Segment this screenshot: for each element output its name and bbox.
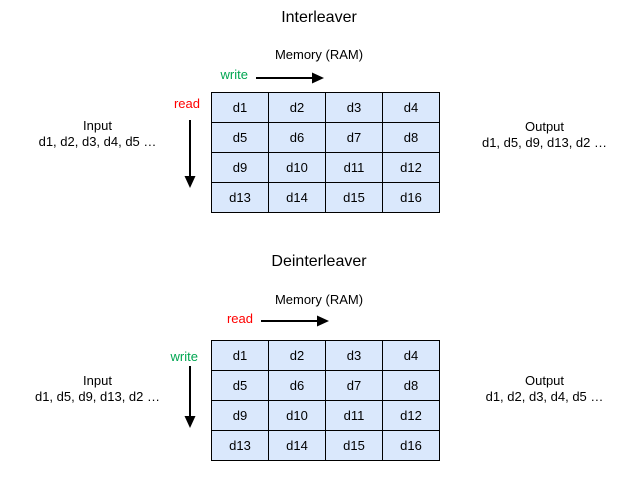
- deinterleaver-title: Deinterleaver: [271, 253, 367, 270]
- memory-ram-label: Memory (RAM): [274, 292, 364, 307]
- deinterleaver-memory-table: d1 d2 d3 d4 d5 d6 d7 d8 d9 d10 d11 d12 d…: [211, 340, 440, 461]
- memory-cell: d7: [325, 370, 383, 401]
- memory-cell: d13: [211, 182, 269, 213]
- memory-cell: d14: [268, 182, 326, 213]
- table-row: d5 d6 d7 d8: [211, 122, 440, 153]
- memory-cell: d4: [382, 340, 440, 371]
- table-row: d1 d2 d3 d4: [211, 340, 440, 371]
- memory-cell: d8: [382, 122, 440, 153]
- output-block: Output d1, d5, d9, d13, d2 …: [452, 119, 637, 151]
- memory-cell: d8: [382, 370, 440, 401]
- memory-cell: d14: [268, 430, 326, 461]
- memory-cell: d16: [382, 430, 440, 461]
- memory-cell: d6: [268, 370, 326, 401]
- memory-cell: d1: [211, 92, 269, 123]
- memory-cell: d3: [325, 340, 383, 371]
- input-block: Input d1, d2, d3, d4, d5 …: [10, 118, 185, 150]
- memory-cell: d6: [268, 122, 326, 153]
- memory-cell: d4: [382, 92, 440, 123]
- table-row: d5 d6 d7 d8: [211, 370, 440, 401]
- memory-cell: d11: [325, 400, 383, 431]
- output-sequence: d1, d2, d3, d4, d5 …: [485, 389, 604, 404]
- input-sequence: d1, d2, d3, d4, d5 …: [38, 134, 157, 149]
- output-sequence: d1, d5, d9, d13, d2 …: [481, 135, 608, 150]
- interleaver-memory-table: d1 d2 d3 d4 d5 d6 d7 d8 d9 d10 d11 d12 d…: [211, 92, 440, 213]
- table-row: d9 d10 d11 d12: [211, 400, 440, 431]
- memory-cell: d2: [268, 92, 326, 123]
- memory-cell: d3: [325, 92, 383, 123]
- memory-cell: d12: [382, 400, 440, 431]
- memory-cell: d10: [268, 152, 326, 183]
- table-row: d9 d10 d11 d12: [211, 152, 440, 183]
- output-label: Output: [524, 373, 565, 388]
- arrow-down-icon: [184, 120, 196, 188]
- output-label: Output: [524, 119, 565, 134]
- read-label: read: [173, 96, 200, 111]
- memory-cell: d9: [211, 400, 269, 431]
- read-label: read: [226, 311, 253, 326]
- memory-cell: d2: [268, 340, 326, 371]
- arrow-down-icon: [184, 366, 196, 428]
- arrow-right-icon: [261, 315, 329, 327]
- memory-ram-label: Memory (RAM): [274, 47, 364, 62]
- output-block: Output d1, d2, d3, d4, d5 …: [452, 373, 637, 405]
- input-label: Input: [83, 118, 112, 133]
- input-block: Input d1, d5, d9, d13, d2 …: [10, 373, 185, 405]
- input-label: Input: [83, 373, 112, 388]
- arrow-right-icon: [256, 72, 324, 84]
- table-row: d13 d14 d15 d16: [211, 430, 440, 461]
- memory-cell: d5: [211, 122, 269, 153]
- memory-cell: d1: [211, 340, 269, 371]
- memory-cell: d15: [325, 430, 383, 461]
- memory-cell: d11: [325, 152, 383, 183]
- memory-cell: d10: [268, 400, 326, 431]
- table-row: d13 d14 d15 d16: [211, 182, 440, 213]
- memory-cell: d12: [382, 152, 440, 183]
- interleaver-title: Interleaver: [281, 9, 357, 26]
- memory-cell: d5: [211, 370, 269, 401]
- memory-cell: d7: [325, 122, 383, 153]
- write-label: write: [170, 349, 198, 364]
- input-sequence: d1, d5, d9, d13, d2 …: [34, 389, 161, 404]
- memory-cell: d9: [211, 152, 269, 183]
- memory-cell: d15: [325, 182, 383, 213]
- memory-cell: d16: [382, 182, 440, 213]
- write-label: write: [220, 67, 248, 82]
- memory-cell: d13: [211, 430, 269, 461]
- table-row: d1 d2 d3 d4: [211, 92, 440, 123]
